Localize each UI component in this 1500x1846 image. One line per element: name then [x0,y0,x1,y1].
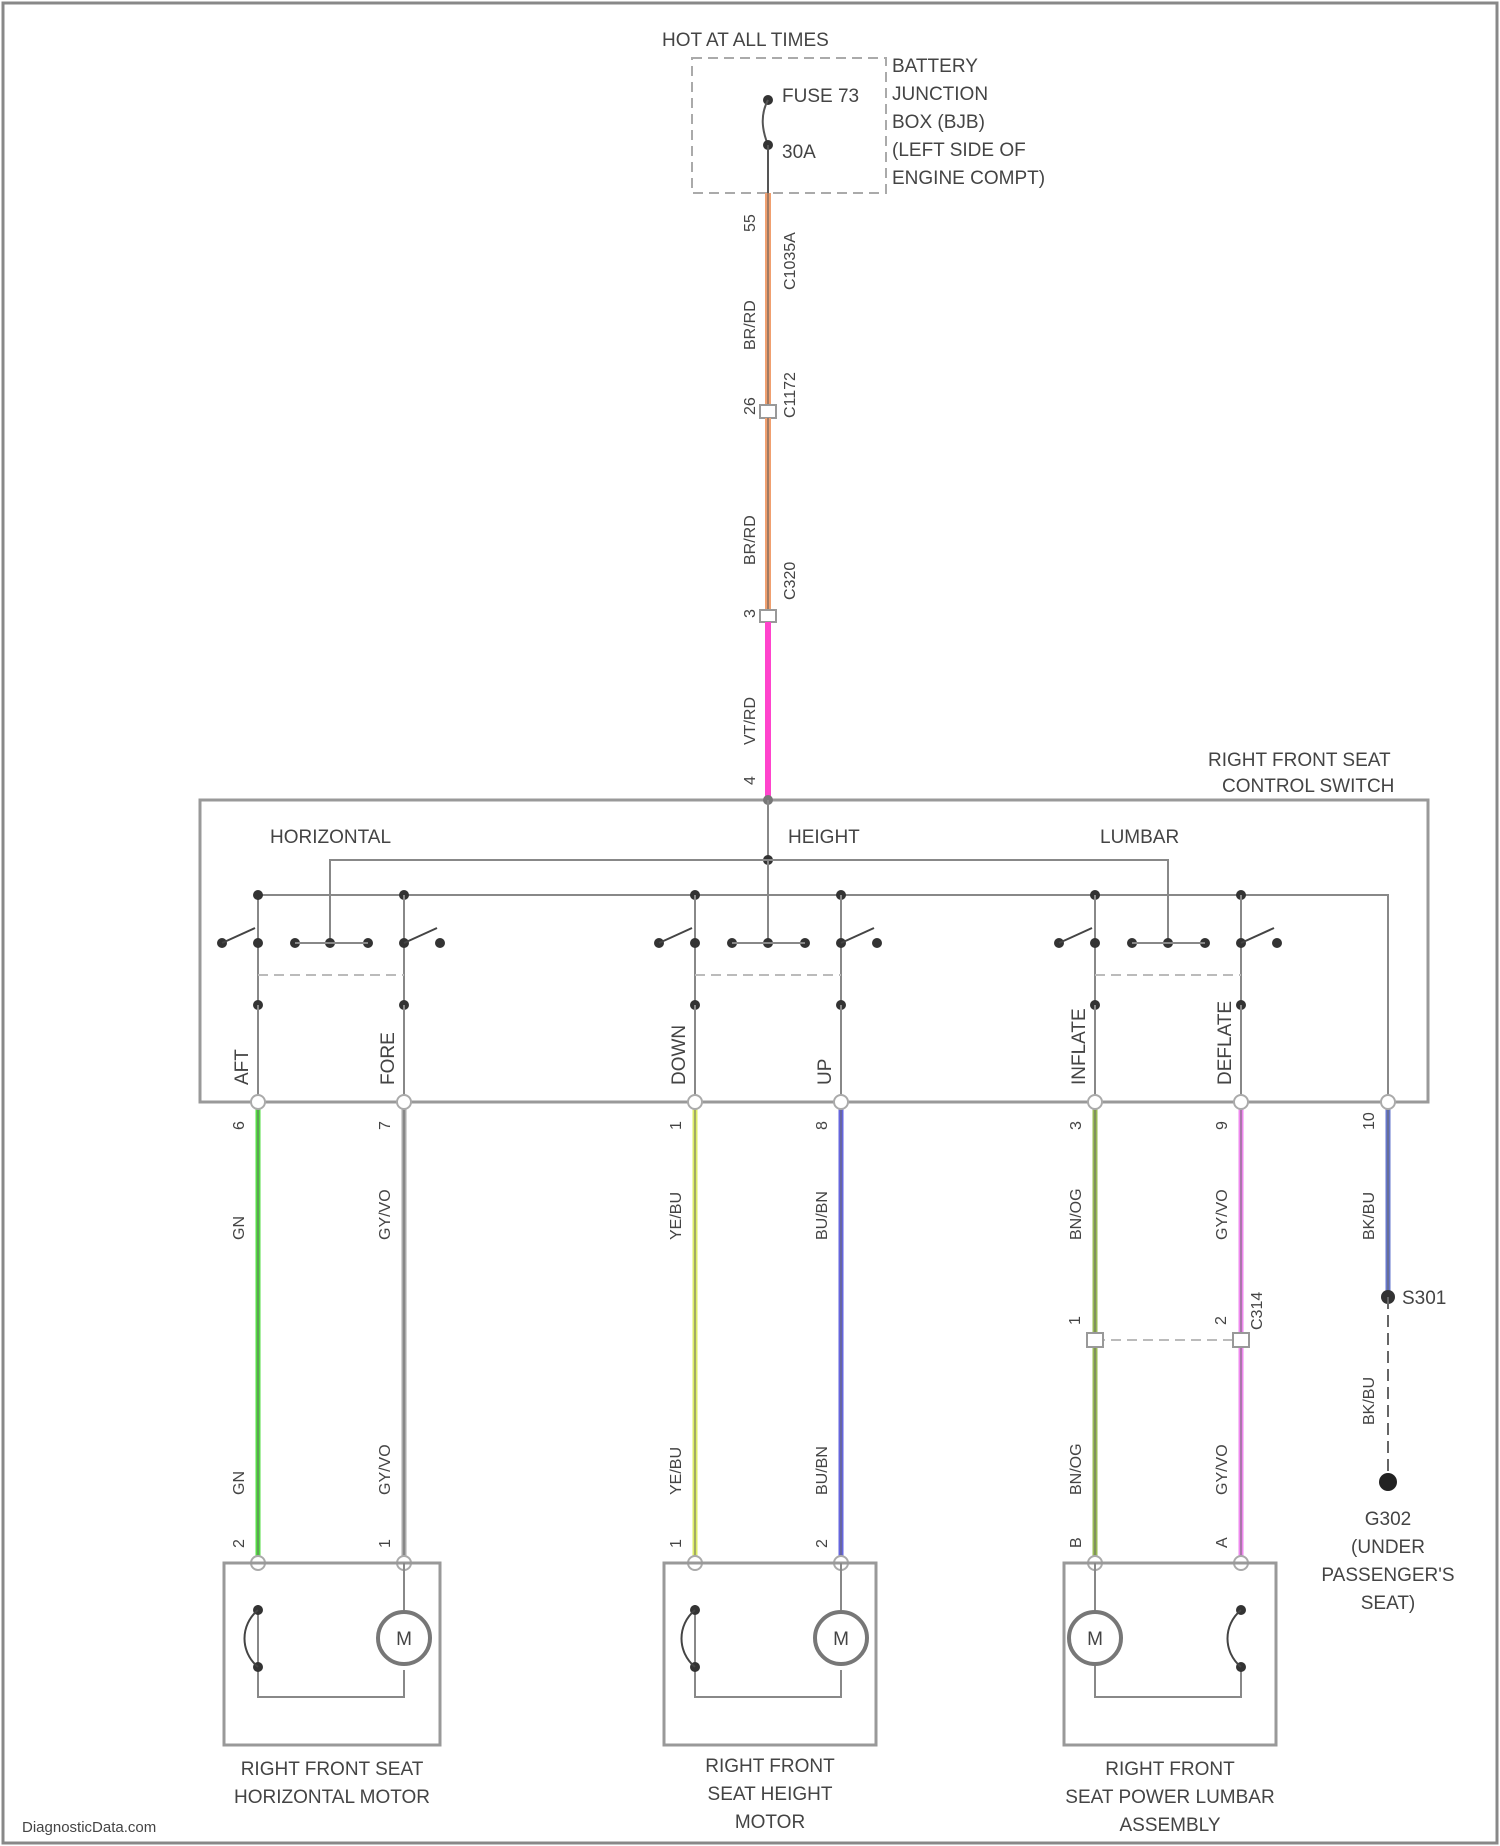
bjb-label: BATTERY JUNCTION BOX (BJB) (LEFT SIDE OF… [892,56,1045,189]
horizontal-label: HORIZONTAL [270,827,391,848]
lumbar-label: LUMBAR [1100,827,1179,848]
svg-text:C1035A: C1035A [782,232,799,290]
lumbar-assembly: M RIGHT FRONT SEAT POWER LUMBAR ASSEMBLY [1064,1563,1276,1836]
svg-text:BATTERY: BATTERY [892,56,978,77]
svg-text:55: 55 [742,214,759,232]
wire-pin-top: 1 [668,1121,685,1130]
fuse-icon [763,100,768,145]
svg-text:2: 2 [1213,1316,1230,1325]
wire-pin-bottom: A [1214,1537,1231,1548]
inflate-label: INFLATE [1069,1008,1090,1085]
wire-terminal [1381,1095,1395,1109]
seat-control-switch: RIGHT FRONT SEAT CONTROL SWITCH HORIZONT… [200,750,1428,1102]
wire-color-bottom: YE/BU [668,1447,685,1495]
svg-text:3: 3 [742,609,759,618]
svg-text:M: M [396,1629,412,1650]
aft-label: AFT [232,1049,253,1085]
wire-color-bottom: BN/OG [1068,1443,1085,1495]
connector-c320 [760,610,776,622]
svg-text:VT/RD: VT/RD [742,697,759,745]
wire-terminal [1234,1095,1248,1109]
svg-text:1: 1 [1067,1316,1084,1325]
wire-color-top: BU/BN [814,1191,831,1240]
connector-c1172 [760,405,776,418]
watermark: DiagnosticData.com [22,1819,156,1836]
wire-color-bottom: GY/VO [377,1444,394,1495]
wire-color-top: YE/BU [668,1192,685,1240]
svg-text:BR/RD: BR/RD [742,300,759,350]
wire-pin-bottom: 2 [231,1539,248,1548]
svg-text:HORIZONTAL MOTOR: HORIZONTAL MOTOR [234,1787,430,1808]
svg-text:26: 26 [742,397,759,415]
wire-pin-top: 9 [1214,1121,1231,1130]
svg-text:(UNDER: (UNDER [1351,1537,1425,1558]
output-wires: 6GNGN27GY/VOGY/VO11YE/BUYE/BU18BU/BNBU/B… [231,1095,1395,1570]
wire-pin-bottom: 2 [814,1539,831,1548]
svg-text:M: M [833,1629,849,1650]
wire-terminal [834,1095,848,1109]
svg-text:SEAT POWER LUMBAR: SEAT POWER LUMBAR [1065,1787,1274,1808]
svg-text:MOTOR: MOTOR [735,1812,805,1833]
fore-label: FORE [378,1032,399,1085]
down-label: DOWN [669,1025,690,1085]
wire-color-bottom: BK/BU [1361,1377,1378,1425]
wire-terminal [688,1095,702,1109]
svg-text:BR/RD: BR/RD [742,515,759,565]
fuse-amps-label: 30A [782,142,816,163]
wire-color-top: GY/VO [1214,1189,1231,1240]
height-label: HEIGHT [788,827,860,848]
fuse-number-label: FUSE 73 [782,86,859,107]
wire-color-top: BK/BU [1361,1192,1378,1240]
wire-pin-top: 3 [1068,1121,1085,1130]
svg-text:JUNCTION: JUNCTION [892,84,988,105]
wire-terminal [397,1095,411,1109]
svg-text:4: 4 [742,776,759,785]
svg-text:(LEFT SIDE OF: (LEFT SIDE OF [892,140,1026,161]
battery-junction-box [692,58,886,193]
svg-text:C320: C320 [782,562,799,600]
wire-color-bottom: GY/VO [1214,1444,1231,1495]
svg-text:ASSEMBLY: ASSEMBLY [1119,1815,1220,1836]
svg-text:CONTROL SWITCH: CONTROL SWITCH [1222,776,1394,797]
wire-pin-bottom: B [1068,1537,1085,1548]
wire-color-bottom: GN [231,1471,248,1495]
wire-color-top: BN/OG [1068,1188,1085,1240]
ground-g302: S301 G302 (UNDER PASSENGER'S SEAT) [1321,1288,1454,1614]
svg-text:RIGHT FRONT: RIGHT FRONT [1105,1759,1235,1780]
svg-text:RIGHT FRONT SEAT: RIGHT FRONT SEAT [1208,750,1391,771]
wire-pin-top: 6 [231,1121,248,1130]
svg-text:G302: G302 [1365,1509,1411,1530]
svg-text:RIGHT FRONT SEAT: RIGHT FRONT SEAT [241,1759,424,1780]
up-label: UP [815,1059,836,1085]
wire-color-top: GN [231,1216,248,1240]
svg-text:M: M [1087,1629,1103,1650]
diagram-frame [3,3,1497,1843]
svg-text:SEAT HEIGHT: SEAT HEIGHT [708,1784,833,1805]
wire-pin-bottom: 1 [377,1539,394,1548]
wire-terminal [1088,1095,1102,1109]
wire-pin-top: 10 [1361,1112,1378,1130]
svg-text:SEAT): SEAT) [1361,1593,1416,1614]
svg-text:BOX (BJB): BOX (BJB) [892,112,985,133]
svg-text:RIGHT FRONT: RIGHT FRONT [705,1756,835,1777]
wire-terminal [251,1095,265,1109]
svg-text:C314: C314 [1249,1292,1266,1330]
wire-color-top: GY/VO [377,1189,394,1240]
svg-text:ENGINE COMPT): ENGINE COMPT) [892,168,1045,189]
wire-color-bottom: BU/BN [814,1446,831,1495]
wire-pin-bottom: 1 [668,1539,685,1548]
hot-at-all-times-label: HOT AT ALL TIMES [662,30,829,51]
horizontal-motor: M RIGHT FRONT SEAT HORIZONTAL MOTOR [224,1563,440,1808]
wire-pin-top: 8 [814,1121,831,1130]
height-motor: M RIGHT FRONT SEAT HEIGHT MOTOR [664,1563,876,1833]
svg-text:S301: S301 [1402,1288,1446,1309]
wire-pin-top: 7 [377,1121,394,1130]
svg-text:C1172: C1172 [782,372,799,418]
deflate-label: DEFLATE [1215,1001,1236,1085]
svg-text:PASSENGER'S: PASSENGER'S [1321,1565,1454,1586]
